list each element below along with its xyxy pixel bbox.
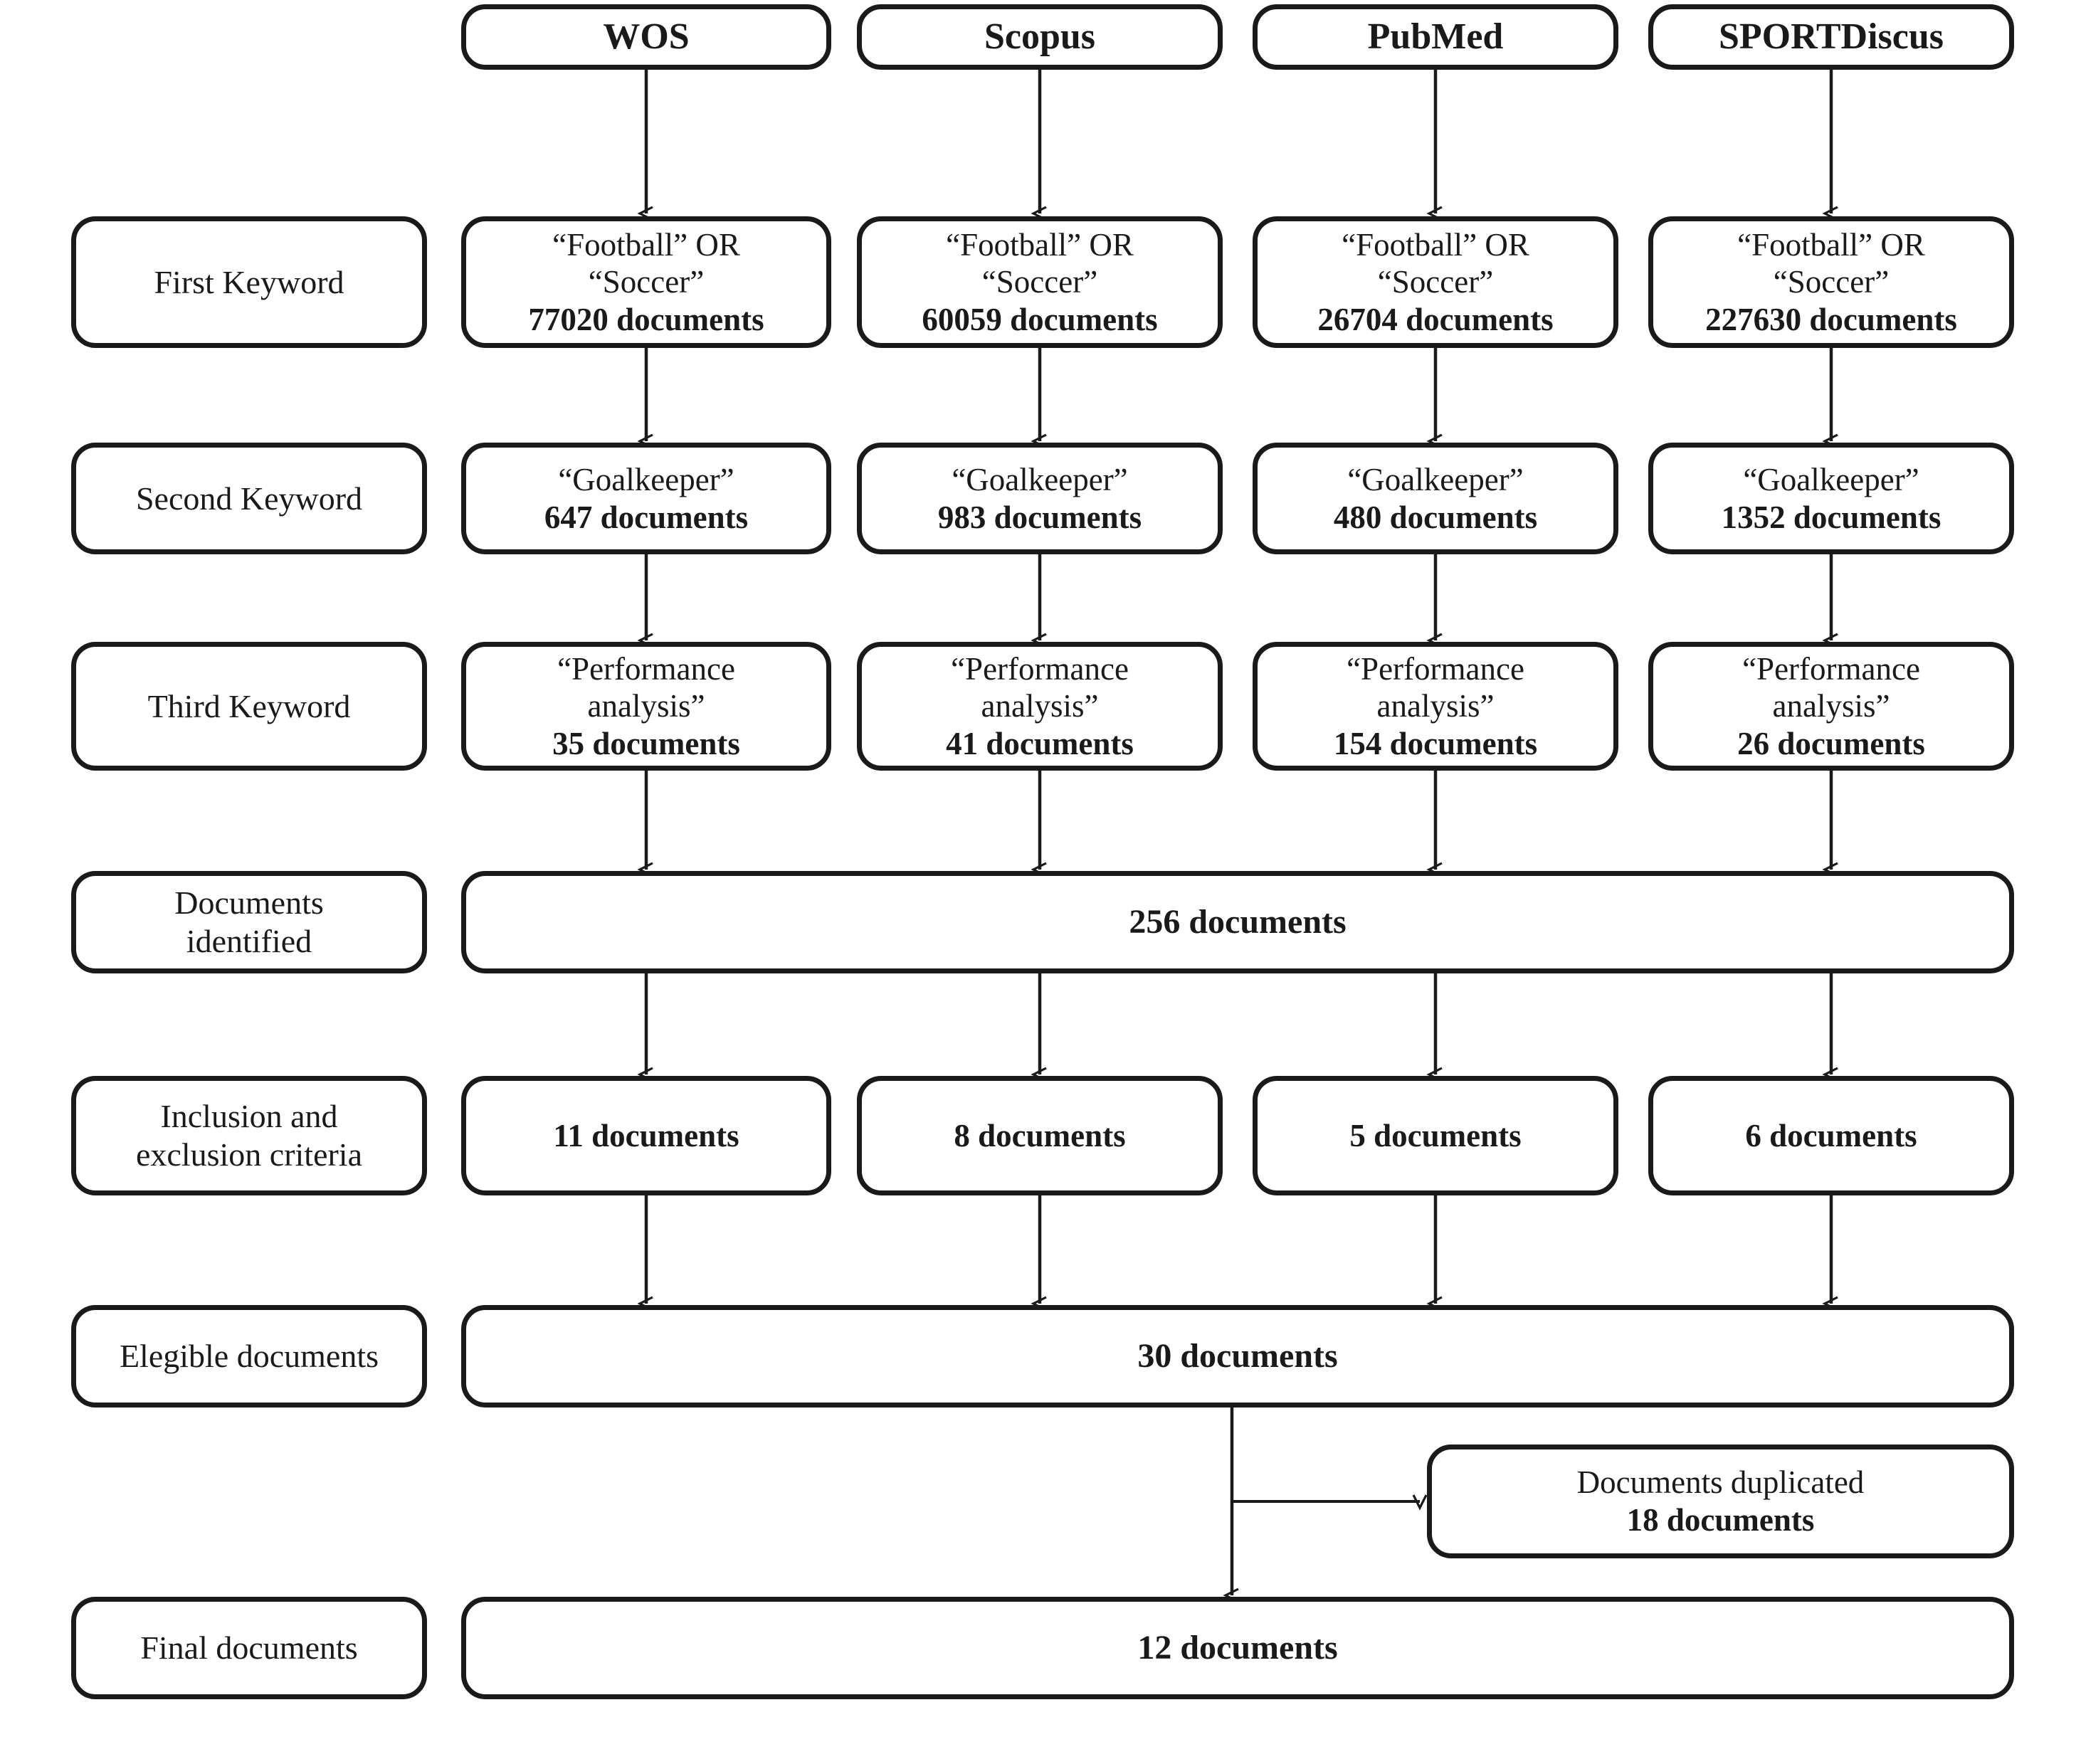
stage-label-text: First Keyword: [154, 263, 344, 300]
stage-label-text: Final documents: [140, 1630, 358, 1667]
query-line-2: “Soccer”: [1377, 264, 1494, 300]
third-keyword-box-scopus: “Performance analysis” 41 documents: [857, 642, 1223, 771]
second-keyword-box-wos: “Goalkeeper” 647 documents: [461, 443, 831, 554]
stage-label-first-keyword: First Keyword: [71, 216, 427, 348]
inclusion-exclusion-box-pubmed: 5 documents: [1253, 1076, 1618, 1195]
stage-label-text: Third Keyword: [147, 687, 351, 724]
document-count: 6 documents: [1745, 1117, 1917, 1153]
query-line-2: analysis”: [981, 688, 1099, 724]
documents-duplicated-box: Documents duplicated 18 documents: [1427, 1445, 2014, 1558]
final-documents-box: 12 documents: [461, 1597, 2014, 1699]
third-keyword-box-pubmed: “Performance analysis” 154 documents: [1253, 642, 1618, 771]
database-name: WOS: [603, 16, 690, 57]
document-count: 256 documents: [1129, 902, 1347, 941]
document-count: 26704 documents: [1317, 301, 1554, 337]
database-header-scopus: Scopus: [857, 4, 1223, 70]
database-name: PubMed: [1367, 16, 1504, 57]
stage-label-final-documents: Final documents: [71, 1597, 427, 1699]
query-line-1: “Performance: [951, 650, 1129, 687]
document-count: 60059 documents: [922, 301, 1158, 337]
first-keyword-box-wos: “Football” OR “Soccer” 77020 documents: [461, 216, 831, 348]
stage-label-text: Second Keyword: [135, 480, 363, 517]
third-keyword-box-sportdiscus: “Performance analysis” 26 documents: [1648, 642, 2014, 771]
stage-label-elegible-documents: Elegible documents: [71, 1305, 427, 1407]
query-line-2: analysis”: [1376, 688, 1495, 724]
stage-label-second-keyword: Second Keyword: [71, 443, 427, 554]
first-keyword-box-scopus: “Football” OR “Soccer” 60059 documents: [857, 216, 1223, 348]
document-count: 647 documents: [544, 499, 749, 535]
document-count: 26 documents: [1737, 725, 1925, 761]
document-count: 35 documents: [552, 725, 740, 761]
document-count: 77020 documents: [528, 301, 764, 337]
document-count: 227630 documents: [1705, 301, 1957, 337]
document-count: 12 documents: [1137, 1628, 1338, 1667]
stage-label-text: Elegible documents: [119, 1338, 379, 1375]
query-line-2: analysis”: [587, 688, 705, 724]
stage-label-line-2: identified: [186, 923, 312, 959]
duplicated-title: Documents duplicated: [1576, 1464, 1865, 1501]
document-count: 480 documents: [1333, 499, 1538, 535]
query-line-2: “Soccer”: [588, 264, 705, 300]
document-count: 983 documents: [937, 499, 1142, 535]
stage-label-inclusion-exclusion: Inclusion and exclusion criteria: [71, 1076, 427, 1195]
documents-identified-box: 256 documents: [461, 871, 2014, 973]
query-line-1: “Football” OR: [552, 226, 740, 263]
document-count: 30 documents: [1137, 1336, 1338, 1375]
document-count: 18 documents: [1626, 1502, 1815, 1538]
query-line-1: “Goalkeeper”: [1347, 461, 1524, 497]
second-keyword-box-sportdiscus: “Goalkeeper” 1352 documents: [1648, 443, 2014, 554]
query-line-1: “Performance: [1742, 650, 1920, 687]
query-line-1: “Goalkeeper”: [558, 461, 734, 497]
document-count: 11 documents: [553, 1117, 739, 1153]
document-count: 41 documents: [946, 725, 1134, 761]
query-line-1: “Goalkeeper”: [1743, 461, 1919, 497]
document-count: 1352 documents: [1721, 499, 1941, 535]
stage-label-third-keyword: Third Keyword: [71, 642, 427, 771]
document-count: 154 documents: [1333, 725, 1538, 761]
database-header-sportdiscus: SPORTDiscus: [1648, 4, 2014, 70]
third-keyword-box-wos: “Performance analysis” 35 documents: [461, 642, 831, 771]
document-count: 5 documents: [1349, 1117, 1522, 1153]
query-line-1: “Football” OR: [1342, 226, 1529, 263]
query-line-1: “Performance: [557, 650, 735, 687]
query-line-1: “Football” OR: [946, 226, 1134, 263]
query-line-2: analysis”: [1772, 688, 1890, 724]
stage-label-line-1: Inclusion and: [160, 1098, 338, 1135]
database-header-wos: WOS: [461, 4, 831, 70]
inclusion-exclusion-box-wos: 11 documents: [461, 1076, 831, 1195]
document-count: 8 documents: [954, 1117, 1126, 1153]
stage-label-line-2: exclusion criteria: [135, 1136, 363, 1173]
query-line-2: “Soccer”: [1773, 264, 1890, 300]
first-keyword-box-sportdiscus: “Football” OR “Soccer” 227630 documents: [1648, 216, 2014, 348]
second-keyword-box-pubmed: “Goalkeeper” 480 documents: [1253, 443, 1618, 554]
query-line-1: “Goalkeeper”: [952, 461, 1128, 497]
stage-label-documents-identified: Documents identified: [71, 871, 427, 973]
first-keyword-box-pubmed: “Football” OR “Soccer” 26704 documents: [1253, 216, 1618, 348]
inclusion-exclusion-box-sportdiscus: 6 documents: [1648, 1076, 2014, 1195]
query-line-1: “Performance: [1347, 650, 1524, 687]
database-header-pubmed: PubMed: [1253, 4, 1618, 70]
database-name: Scopus: [984, 16, 1096, 57]
elegible-documents-box: 30 documents: [461, 1305, 2014, 1407]
query-line-1: “Football” OR: [1737, 226, 1925, 263]
inclusion-exclusion-box-scopus: 8 documents: [857, 1076, 1223, 1195]
query-line-2: “Soccer”: [981, 264, 1098, 300]
stage-label-line-1: Documents: [174, 884, 324, 921]
database-name: SPORTDiscus: [1718, 16, 1944, 57]
second-keyword-box-scopus: “Goalkeeper” 983 documents: [857, 443, 1223, 554]
